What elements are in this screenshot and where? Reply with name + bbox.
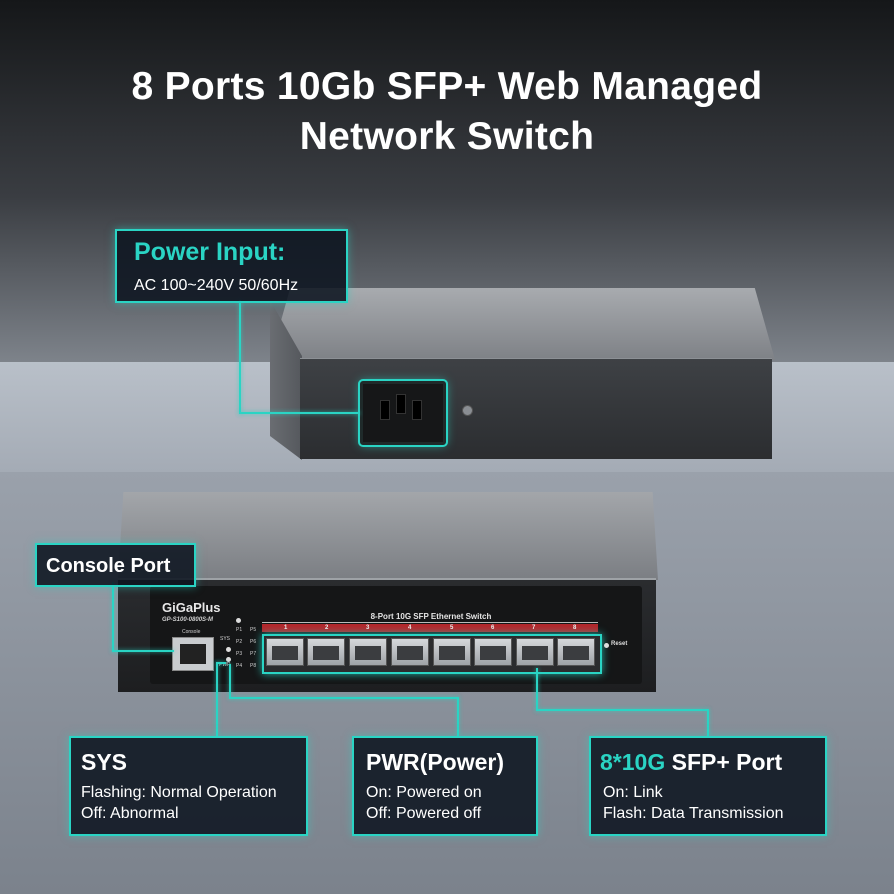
power-input-heading: Power Input: (134, 238, 286, 266)
pwr-line-2: Off: Powered off (366, 805, 482, 822)
ac-pin (412, 400, 422, 420)
sfp-connector-v2 (707, 709, 709, 736)
port-number-3: 3 (366, 625, 370, 631)
ac-pin (396, 394, 406, 414)
power-connector-v (239, 300, 241, 414)
port-number-1: 1 (284, 625, 288, 631)
led-label-p5: P5 (250, 627, 257, 633)
port-number-4: 4 (408, 625, 412, 631)
sfp-connector-h (536, 709, 708, 711)
ground-screw (462, 405, 473, 416)
sfp-line-1: On: Link (603, 784, 663, 801)
sfp-port-5 (433, 638, 471, 666)
sfp-port-6 (474, 638, 512, 666)
port-strip-title: 8-Port 10G SFP Ethernet Switch (370, 612, 492, 621)
sfp-port-1 (266, 638, 304, 666)
sfp-line-2: Flash: Data Transmission (603, 805, 784, 822)
sfp-heading-rest: SFP+ Port (665, 749, 783, 775)
pwr-connector-v1 (229, 664, 231, 698)
reset-label: Reset (611, 641, 628, 647)
led-label-p2: P2 (236, 639, 243, 645)
title-line-1: 8 Ports 10Gb SFP+ Web Managed (131, 65, 763, 108)
sys-line-2: Off: Abnormal (81, 805, 179, 822)
port-number-6: 6 (491, 625, 495, 631)
led-sys-label: SYS (220, 636, 231, 642)
sfp-heading: 8*10G SFP+ Port (600, 748, 782, 776)
ac-power-socket (360, 381, 446, 445)
console-port-callout: Console Port (35, 543, 196, 587)
sys-line-1: Flashing: Normal Operation (81, 784, 277, 801)
pwr-connector-v2 (457, 697, 459, 736)
led-item (236, 618, 262, 623)
console-connector-v (112, 582, 114, 652)
sys-connector-h (216, 662, 226, 664)
pwr-led (226, 657, 231, 662)
sfp-port-7 (516, 638, 554, 666)
sfp-heading-accent: 8*10G (600, 749, 666, 775)
led-label-p1: P1 (236, 627, 243, 633)
port-led (236, 618, 241, 623)
sfp-port-3 (349, 638, 387, 666)
front-switch-top (118, 492, 658, 580)
reset-button (604, 643, 609, 648)
console-port (172, 637, 214, 671)
pwr-connector-h (229, 697, 458, 699)
pwr-callout: PWR(Power) On: Powered on Off: Powered o… (352, 736, 538, 836)
port-strip-line (262, 622, 598, 623)
led-label-p7: P7 (250, 651, 257, 657)
page-title: 8 Ports 10Gb SFP+ Web Managed Network Sw… (0, 62, 894, 162)
sys-connector-v (216, 662, 218, 736)
power-connector-h (239, 412, 360, 414)
sfp-port-callout: 8*10G SFP+ Port On: Link Flash: Data Tra… (589, 736, 827, 836)
rear-switch-top (270, 288, 775, 360)
led-label-p8: P8 (250, 663, 257, 669)
model-number: GP-S100-0800S-M (162, 617, 214, 623)
sys-callout: SYS Flashing: Normal Operation Off: Abno… (69, 736, 308, 836)
power-input-detail: AC 100~240V 50/60Hz (134, 277, 299, 294)
console-port-heading: Console Port (46, 555, 171, 577)
led-column-left (236, 616, 262, 627)
pwr-line-1: On: Powered on (366, 784, 482, 801)
power-input-callout: Power Input: AC 100~240V 50/60Hz (115, 229, 348, 303)
brand-logo: GiGaPlus (162, 600, 221, 615)
sys-heading: SYS (81, 749, 128, 775)
sfp-connector-v1 (536, 668, 538, 711)
title-line-2: Network Switch (299, 115, 595, 158)
led-label-p3: P3 (236, 651, 243, 657)
port-number-5: 5 (450, 625, 454, 631)
led-label-p4: P4 (236, 663, 243, 669)
led-label-p6: P6 (250, 639, 257, 645)
pwr-heading: PWR(Power) (366, 749, 504, 775)
sfp-port-8 (557, 638, 595, 666)
sfp-port-2 (307, 638, 345, 666)
led-pwr-label: PWR (219, 662, 231, 668)
console-label: Console (182, 629, 201, 635)
sfp-port-4 (391, 638, 429, 666)
port-number-2: 2 (325, 625, 329, 631)
console-connector-h (112, 650, 174, 652)
ac-pin (380, 400, 390, 420)
port-number-7: 7 (532, 625, 536, 631)
sys-led (226, 647, 231, 652)
port-number-8: 8 (573, 625, 577, 631)
port-number-bar (262, 624, 598, 632)
